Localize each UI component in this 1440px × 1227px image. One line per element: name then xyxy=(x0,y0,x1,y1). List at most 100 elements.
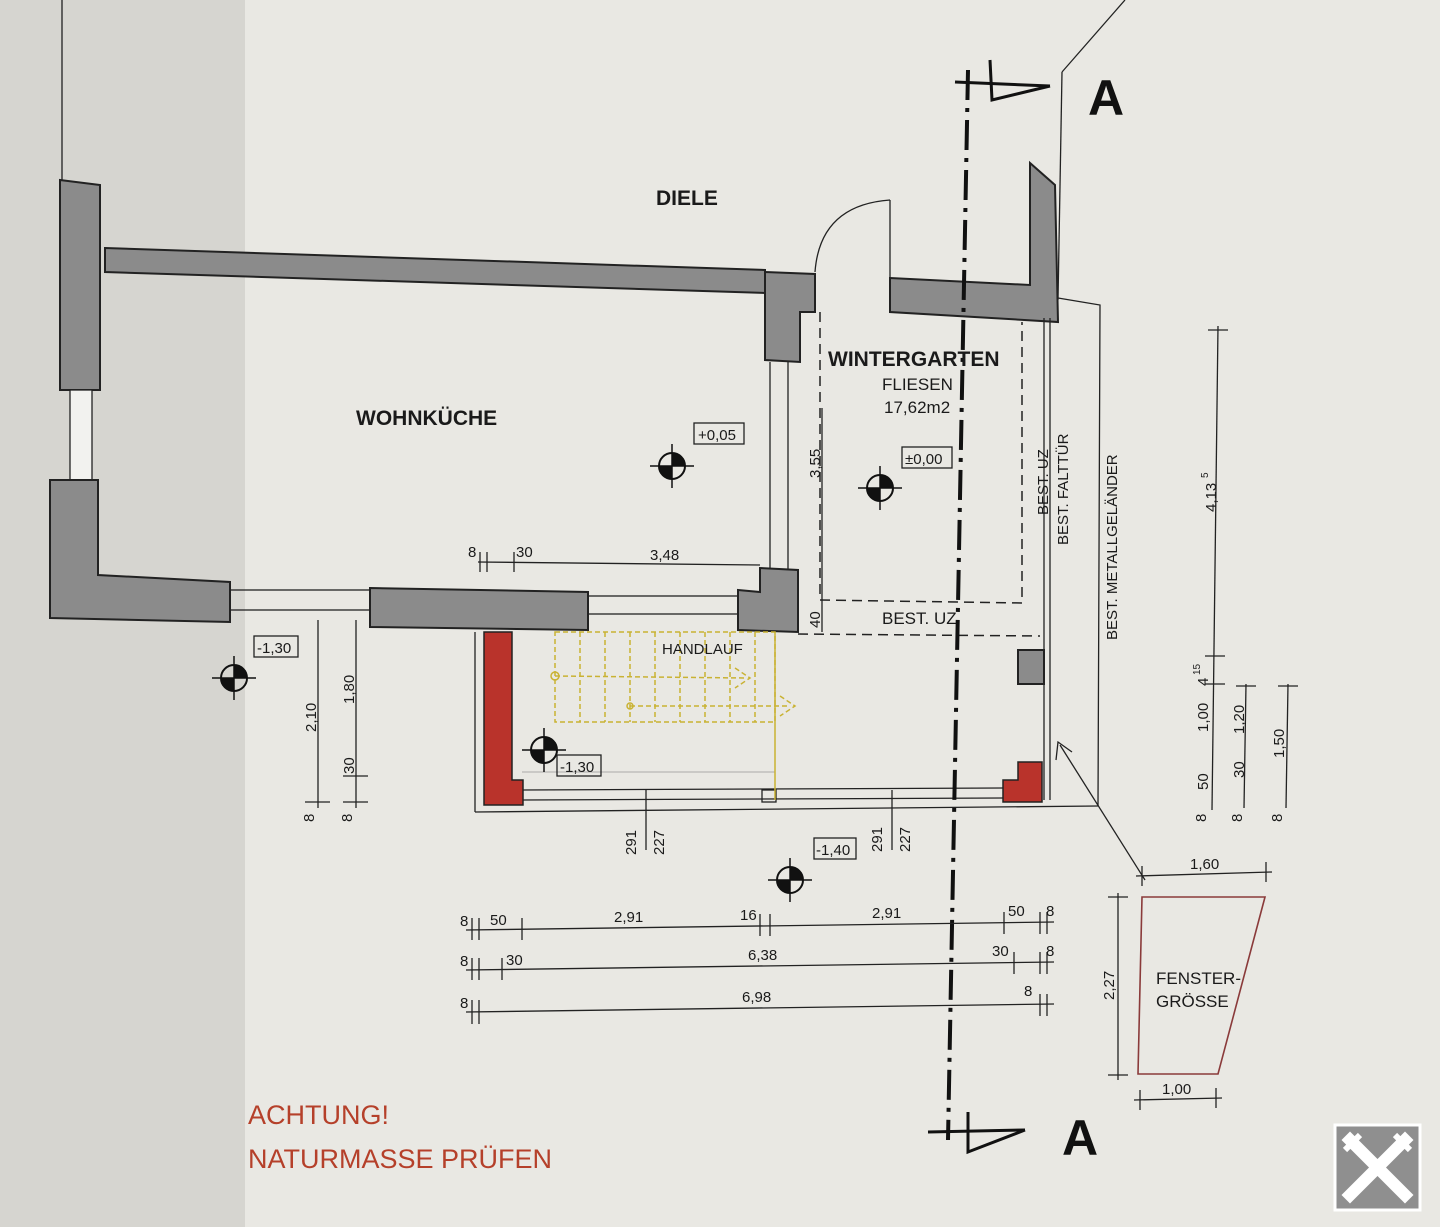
dim-b1-50b: 50 xyxy=(1008,903,1025,920)
section-arrow-bottom xyxy=(966,1112,1026,1155)
dim-413-sup: 5 xyxy=(1200,472,1211,478)
dim-left-stack: 2,10 1,80 30 8 8 xyxy=(301,620,368,822)
dim-355: 3,55 xyxy=(807,449,824,478)
dim-b2-8a: 8 xyxy=(460,953,468,970)
dim-top-348: 3,48 xyxy=(650,547,679,564)
level-outside-left: -1,30 xyxy=(257,640,291,657)
level-symbol-icon xyxy=(522,728,566,772)
dim-150-r: 1,50 xyxy=(1271,729,1288,758)
dim-291-a: 291 xyxy=(623,830,640,855)
dim-b3-8a: 8 xyxy=(460,995,468,1012)
wintergarten-outline xyxy=(474,297,1146,881)
level-symbol-icon xyxy=(768,858,812,902)
left-window xyxy=(69,389,93,481)
dim-50-r: 50 xyxy=(1195,773,1212,790)
stair xyxy=(522,631,797,800)
walls-new xyxy=(483,631,1043,806)
room-wohnkueche: WOHNKÜCHE xyxy=(356,407,497,430)
section-axis xyxy=(927,0,1126,1155)
bottom-wall-center xyxy=(369,586,589,632)
section-label-bottom: A xyxy=(1062,1110,1098,1166)
label-fenster-2: GRÖSSE xyxy=(1156,992,1229,1011)
dim-4-small: 4 xyxy=(1195,678,1212,686)
room-area: 17,62m2 xyxy=(884,398,950,417)
dim-413: 4,13 xyxy=(1203,483,1220,512)
dim-fenster-height: 2,27 xyxy=(1101,971,1118,1000)
dim-vertical-small: 291 227 291 227 xyxy=(623,790,914,855)
label-handlauf: HANDLAUF xyxy=(662,641,743,658)
dim-right-stack: 4,13 5 4 15 1,00 50 8 1,20 30 8 1,50 8 xyxy=(1192,325,1298,822)
dim-fenster-top: 1,60 xyxy=(1190,856,1219,873)
dim-top-row: 8 30 3,48 3,55 40 xyxy=(468,408,824,632)
section-line xyxy=(946,69,970,1141)
left-wall-upper xyxy=(59,178,101,391)
dim-b1-16: 16 xyxy=(740,907,757,924)
dim-8-r3: 8 xyxy=(1269,814,1286,822)
room-wintergarten: WINTERGARTEN xyxy=(828,348,1000,371)
bottom-glass-line-1 xyxy=(522,787,1004,791)
door-column xyxy=(764,270,816,364)
level-stair: -1,30 xyxy=(560,759,594,776)
dim-227-b: 227 xyxy=(897,827,914,852)
dim-210: 2,10 xyxy=(303,703,320,732)
red-wall-left xyxy=(483,631,524,806)
dim-291-b: 291 xyxy=(869,827,886,852)
dim-8-left-a: 8 xyxy=(301,814,318,822)
walls-existing xyxy=(49,0,1060,685)
glass-joint xyxy=(761,789,777,803)
fenster-leader-arrow xyxy=(1055,740,1073,761)
dim-227-a: 227 xyxy=(651,830,668,855)
dim-120-r: 1,20 xyxy=(1231,705,1248,734)
dim-bottom-rows: 8 50 2,91 16 2,91 50 8 8 30 6,38 30 8 8 … xyxy=(460,903,1054,1024)
level-markers: +0,05 ±0,00 -1,30 -1,30 -1,40 xyxy=(212,422,953,902)
section-label-top: A xyxy=(1088,70,1124,126)
right-top-wall xyxy=(889,160,1060,324)
label-best-metallgelaender: BEST. METALLGELÄNDER xyxy=(1104,454,1121,640)
dim-b3-8b: 8 xyxy=(1024,983,1032,1000)
dim-b1-50a: 50 xyxy=(490,912,507,929)
note-line-2: NATURMASSE PRÜFEN xyxy=(248,1144,552,1174)
red-wall-right xyxy=(1002,761,1043,803)
dim-40: 40 xyxy=(807,611,824,628)
best-uz-dashed xyxy=(819,312,1023,604)
dim-8-left-b: 8 xyxy=(339,814,356,822)
fenster-leader xyxy=(1059,744,1146,881)
door-swing xyxy=(814,199,891,273)
dim-100-r: 1,00 xyxy=(1195,703,1212,732)
dim-b1-8a: 8 xyxy=(460,913,468,930)
level-bottom: -1,40 xyxy=(816,842,850,859)
dim-top-8: 8 xyxy=(468,544,476,561)
bottom-right-column xyxy=(737,566,799,634)
note-line-1: ACHTUNG! xyxy=(248,1100,389,1130)
dim-b2-30a: 30 xyxy=(506,952,523,969)
dim-b1-291b: 2,91 xyxy=(872,905,901,922)
dim-8-r1: 8 xyxy=(1193,814,1210,822)
warning-note: ACHTUNG! NATURMASSE PRÜFEN xyxy=(248,1100,552,1174)
dim-fenster-bottom: 1,00 xyxy=(1162,1081,1191,1098)
dim-4-small-sup: 15 xyxy=(1192,663,1203,675)
dim-8-r2: 8 xyxy=(1229,814,1246,822)
dim-b2-638: 6,38 xyxy=(748,947,777,964)
terrace-edge xyxy=(474,805,1099,813)
level-symbol-icon xyxy=(650,444,694,488)
label-best-falttuer: BEST. FALTTÜR xyxy=(1054,433,1072,545)
railing-line xyxy=(1057,297,1101,807)
level-symbol-icon xyxy=(858,466,902,510)
dim-30-r: 30 xyxy=(1231,761,1248,778)
bottom-glass-line-2 xyxy=(522,797,1004,801)
level-wintergarten: ±0,00 xyxy=(905,451,942,468)
dim-b1-8b: 8 xyxy=(1046,903,1054,920)
label-fenster-1: FENSTER- xyxy=(1156,969,1241,988)
level-wohnkueche: +0,05 xyxy=(698,427,736,444)
dim-b2-30b: 30 xyxy=(992,943,1009,960)
fenster-detail: 1,60 2,27 1,00 FENSTER- GRÖSSE xyxy=(1101,856,1273,1110)
left-wall-lower xyxy=(49,479,231,624)
dim-b1-291a: 2,91 xyxy=(614,909,643,926)
label-best-uz: BEST. UZ xyxy=(882,609,957,628)
best-uz-dashed-lower xyxy=(797,633,1041,637)
fenster-shape xyxy=(1137,896,1267,1075)
dim-30-left: 30 xyxy=(341,757,358,774)
dim-180: 1,80 xyxy=(341,675,358,704)
room-diele: DIELE xyxy=(656,187,718,210)
